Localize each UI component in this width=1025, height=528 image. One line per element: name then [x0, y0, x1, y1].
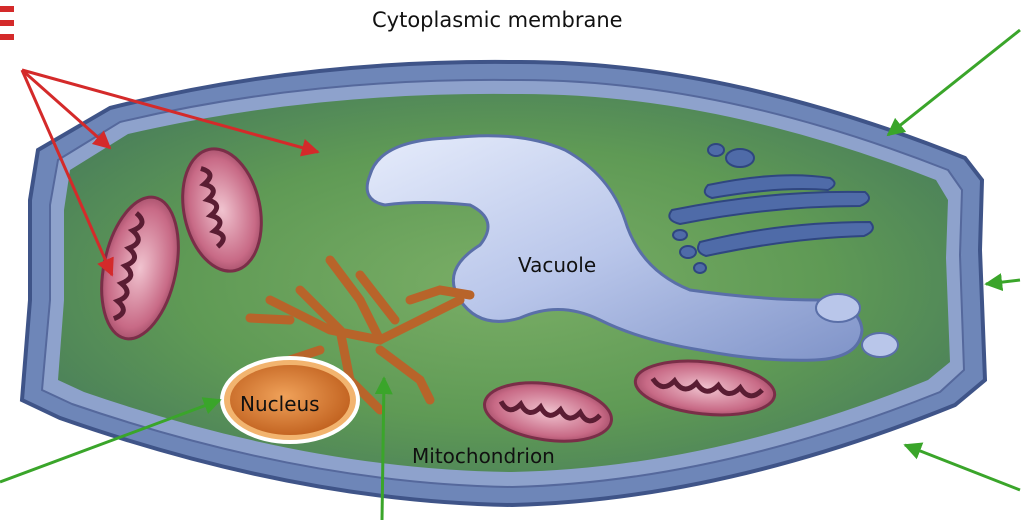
- cytoplasmic-membrane-label: Cytoplasmic membrane: [372, 8, 623, 32]
- mitochondrion-label: Mitochondrion: [412, 444, 555, 468]
- cropped-red-glyph: [0, 6, 14, 40]
- nucleus-label: Nucleus: [240, 392, 320, 416]
- vacuole-label: Vacuole: [518, 253, 596, 277]
